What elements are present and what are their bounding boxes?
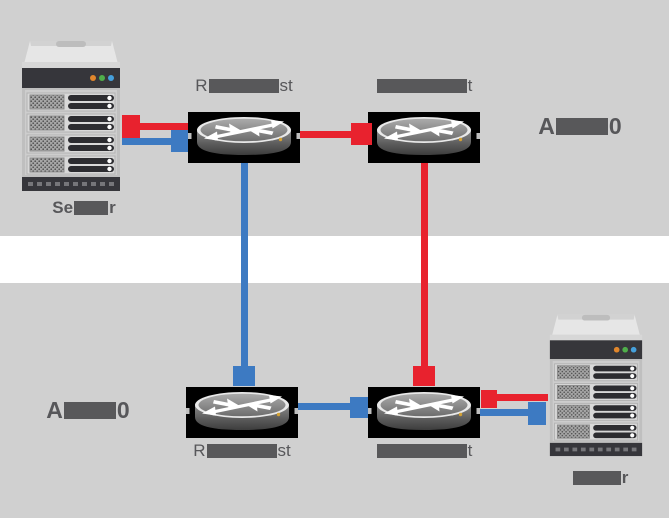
label-suffix: t [467, 76, 473, 95]
label-suffix: st [279, 76, 293, 95]
red-link-router1-router2 [297, 131, 353, 138]
redacted-text [555, 117, 608, 135]
blue-link-arrowhead-at-server-bottom [528, 402, 546, 425]
label-prefix: Se [52, 198, 74, 217]
redacted-text [208, 79, 279, 93]
router-top-left [188, 112, 300, 163]
server-top [20, 38, 122, 193]
label-prefix: A [538, 112, 555, 139]
blue-link-router4-server-bottom [480, 409, 530, 416]
router-icon [368, 387, 480, 438]
router-bottom-right-label: t [362, 441, 486, 461]
server-icon [20, 38, 122, 193]
router-bottom-right [368, 387, 480, 438]
server-bottom [548, 312, 644, 458]
router-icon [368, 112, 480, 163]
router-bottom-left [186, 387, 298, 438]
label-suffix: 0 [116, 396, 130, 423]
label-suffix: r [109, 198, 116, 217]
red-link-server-top-router1 [140, 123, 188, 130]
red-link-arrowhead-at-router4 [413, 366, 435, 386]
label-prefix: A [46, 396, 63, 423]
router-top-right [368, 112, 480, 163]
redacted-text [376, 444, 467, 458]
label-suffix: t [467, 441, 473, 460]
label-suffix: 0 [608, 112, 622, 139]
blue-link-router3-router4 [298, 403, 352, 410]
server-top-label: Se r [34, 198, 134, 218]
label-suffix: r [621, 468, 629, 487]
label-prefix: R [193, 441, 206, 460]
red-link-arrowhead-at-server-top [122, 115, 140, 138]
red-link-arrowhead-at-router2 [351, 123, 372, 145]
server-icon [548, 312, 644, 458]
redacted-text [376, 79, 467, 93]
router-icon [188, 112, 300, 163]
redacted-text [572, 471, 621, 485]
redacted-text [74, 201, 109, 215]
blue-link-server-top-router1 [122, 138, 174, 145]
router-top-right-label: t [362, 76, 486, 96]
blue-link-router1-router3 [241, 160, 248, 366]
server-bottom-label: r [550, 468, 650, 488]
red-link-router4-server-bottom [495, 394, 548, 401]
blue-link-arrowhead-at-router1 [171, 130, 188, 152]
redacted-text [206, 444, 277, 458]
router-icon [186, 387, 298, 438]
red-link-router2-router4 [421, 160, 428, 366]
label-suffix: st [277, 441, 291, 460]
blue-link-arrowhead-at-router3 [233, 366, 255, 386]
blue-link-arrowhead-at-router4 [350, 397, 368, 418]
label-prefix: R [195, 76, 208, 95]
red-link-arrowhead-at-router4-right [481, 390, 497, 408]
redacted-text [63, 401, 116, 419]
